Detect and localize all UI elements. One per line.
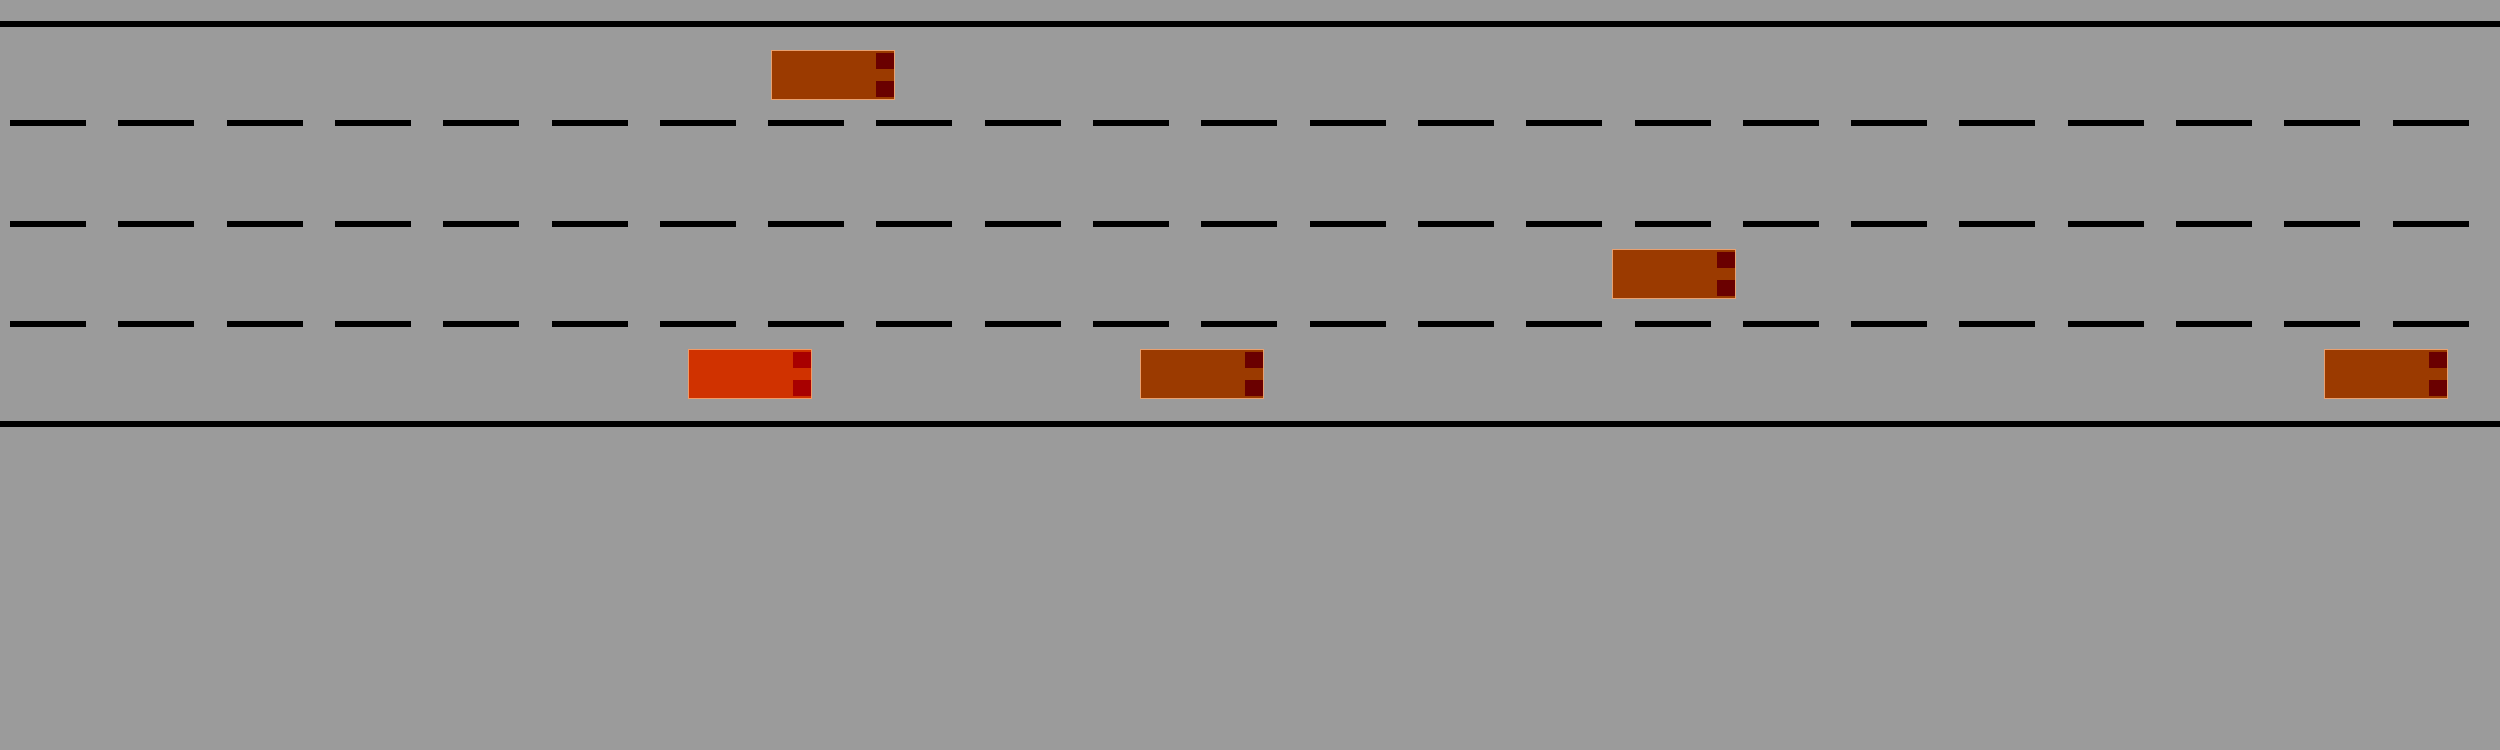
lane-dash (1959, 221, 2035, 227)
lane-dash (1743, 221, 1819, 227)
lane-dash (2068, 120, 2144, 126)
lane-dash (335, 120, 411, 126)
lane-dash (1093, 321, 1169, 327)
lane-dash (2176, 221, 2252, 227)
lane-dash (768, 120, 844, 126)
lane-dash (876, 321, 952, 327)
tail-light-icon (793, 352, 811, 368)
ego-vehicle (688, 349, 812, 399)
tail-light-icon (876, 81, 894, 97)
lane-dash (2393, 221, 2469, 227)
lane-dash (443, 321, 519, 327)
lane-dash (1093, 120, 1169, 126)
lane-dash (227, 321, 303, 327)
lane-dash (1201, 321, 1277, 327)
lane-dash (2284, 321, 2360, 327)
lane-dash (1201, 221, 1277, 227)
tail-light-icon (2429, 380, 2447, 396)
lane-dash (443, 120, 519, 126)
lane-divider-3 (0, 321, 2500, 327)
lane-divider-1 (0, 120, 2500, 126)
lane-dash (1635, 221, 1711, 227)
lane-dash (2393, 120, 2469, 126)
lane-dash (1851, 321, 1927, 327)
lane-dash (1310, 120, 1386, 126)
lane-dash (552, 120, 628, 126)
lane-dash (10, 221, 86, 227)
tail-light-icon (1245, 380, 1263, 396)
lane-dash (876, 120, 952, 126)
tail-light-icon (793, 380, 811, 396)
other-vehicle (771, 50, 895, 100)
lane-dash (1743, 120, 1819, 126)
lane-dash (1851, 120, 1927, 126)
lane-dash (985, 221, 1061, 227)
other-vehicle (1612, 249, 1736, 299)
lane-dash (768, 321, 844, 327)
lane-dash (2284, 120, 2360, 126)
lane-dash (335, 321, 411, 327)
lane-dash (2068, 221, 2144, 227)
lane-dash (1310, 321, 1386, 327)
lane-dash (443, 221, 519, 227)
lane-dash (1418, 321, 1494, 327)
road-edge-bottom (0, 421, 2500, 427)
lane-dash (1526, 221, 1602, 227)
lane-dash (876, 221, 952, 227)
lane-dash (227, 221, 303, 227)
road-edge-top (0, 21, 2500, 27)
lane-dash (1201, 120, 1277, 126)
lane-dash (118, 120, 194, 126)
lane-dash (985, 321, 1061, 327)
lane-dash (2393, 321, 2469, 327)
lane-dash (660, 221, 736, 227)
lane-dash (1526, 321, 1602, 327)
lane-dash (1959, 120, 2035, 126)
lane-dash (335, 221, 411, 227)
other-vehicle (2324, 349, 2448, 399)
lane-dash (768, 221, 844, 227)
lane-dash (10, 120, 86, 126)
lane-dash (1526, 120, 1602, 126)
tail-light-icon (1717, 280, 1735, 296)
lane-dash (1635, 120, 1711, 126)
lane-dash (985, 120, 1061, 126)
other-vehicle (1140, 349, 1264, 399)
lane-dash (660, 120, 736, 126)
lane-dash (227, 120, 303, 126)
lane-dash (2176, 321, 2252, 327)
tail-light-icon (2429, 352, 2447, 368)
lane-dash (660, 321, 736, 327)
lane-dash (1093, 221, 1169, 227)
lane-dash (2068, 321, 2144, 327)
tail-light-icon (1245, 352, 1263, 368)
lane-divider-2 (0, 221, 2500, 227)
lane-dash (1418, 120, 1494, 126)
lane-dash (1959, 321, 2035, 327)
lane-dash (2284, 221, 2360, 227)
lane-dash (1851, 221, 1927, 227)
lane-dash (118, 321, 194, 327)
lane-dash (1310, 221, 1386, 227)
lane-dash (552, 321, 628, 327)
lane-dash (1418, 221, 1494, 227)
tail-light-icon (1717, 252, 1735, 268)
tail-light-icon (876, 53, 894, 69)
lane-dash (1635, 321, 1711, 327)
lane-dash (10, 321, 86, 327)
lane-dash (2176, 120, 2252, 126)
lane-dash (552, 221, 628, 227)
lane-dash (118, 221, 194, 227)
lane-dash (1743, 321, 1819, 327)
